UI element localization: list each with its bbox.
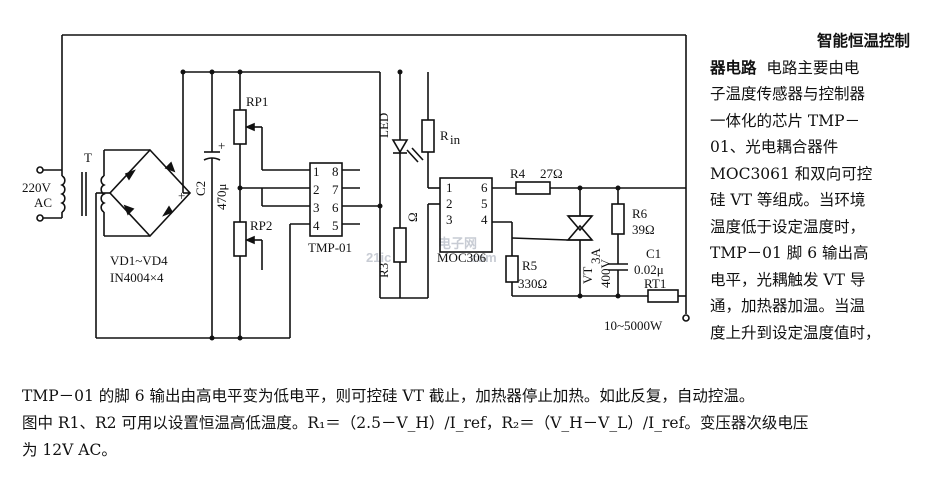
- rp2-label: RP2: [250, 218, 272, 233]
- r3-value-label: Ω: [405, 212, 420, 222]
- r4-label: R4: [510, 166, 526, 181]
- ic1-pin4: 4: [313, 218, 320, 233]
- side-line-9: 通，加热器加温。当温: [710, 297, 866, 315]
- side-line-7: TMP－01 脚 6 输出高: [710, 244, 869, 262]
- ic-moc3061: 1 2 3 6 5 4 MOC306: [427, 177, 516, 298]
- potentiometer-rp1: RP1: [233, 69, 268, 222]
- bottom-line-1: 图中 R1、R2 可用以设置恒温高低温度。R₁＝（2.5－V_H）/I_ref，…: [22, 414, 809, 432]
- rin-label: R: [440, 128, 449, 143]
- heater-rt1: RT1 10~5000W: [604, 188, 690, 333]
- ic-tmp01: 1 2 3 4 8 7 6 5 TMP-01: [237, 162, 360, 338]
- ic1-pin6: 6: [332, 200, 339, 215]
- bottom-line-0: TMP－01 的脚 6 输出由高电平变为低电平，则可控硅 VT 截止，加热器停止…: [22, 387, 755, 405]
- r3-label: R3: [376, 263, 391, 278]
- potentiometer-rp2: RP2: [233, 218, 272, 341]
- c2-value-label: 470μ: [214, 184, 229, 211]
- ic2-pin2: 2: [446, 196, 453, 211]
- vt-label: VT: [580, 267, 595, 284]
- c1-label: C1: [646, 246, 661, 261]
- watermark: 21ic: [366, 250, 391, 265]
- bottom-line-2: 为 12V AC。: [22, 441, 117, 459]
- ic1-pin2: 2: [313, 182, 320, 197]
- side-line-2: 一体化的芯片 TMP－: [710, 111, 861, 130]
- ic2-pin6: 6: [481, 180, 488, 195]
- article-title: 智能恒温控制: [816, 31, 910, 50]
- side-line-3: 01、光电耦合器件: [710, 138, 839, 156]
- ic2-pin3: 3: [446, 212, 453, 227]
- mains-ac-label: AC: [34, 195, 52, 210]
- bottom-description: TMP－01 的脚 6 输出由高电平变为低电平，则可控硅 VT 截止，加热器停止…: [22, 383, 922, 464]
- side-line-8: 电平，光耦触发 VT 导: [710, 270, 866, 289]
- side-line-1: 子温度传感器与控制器: [710, 85, 866, 103]
- ic1-pin8: 8: [332, 164, 339, 179]
- r6-value-label: 39Ω: [632, 222, 655, 237]
- r4-value-label: 27Ω: [540, 166, 563, 181]
- side-line-4: MOC3061 和双向可控: [710, 164, 873, 183]
- ic2-pin1: 1: [446, 180, 453, 195]
- transformer: T: [60, 149, 150, 237]
- led-branch: LED R3 Ω: [360, 72, 428, 299]
- ic1-label: TMP-01: [308, 240, 352, 255]
- c2-plus: +: [218, 138, 225, 153]
- rt1-label: RT1: [644, 276, 666, 291]
- snubber-r6-c1: R6 39Ω C1 0.02μ: [580, 188, 664, 299]
- vt-voltage-label: 400V: [598, 259, 613, 289]
- c2-label: C2: [193, 181, 208, 196]
- side-line-5: 硅 VT 等组成。当环境: [710, 191, 866, 209]
- mains-voltage-label: 220V: [22, 180, 52, 195]
- diode-type-label: IN4004×4: [110, 270, 164, 285]
- resistor-r5: R5 330Ω: [505, 238, 580, 297]
- ic1-pin5: 5: [332, 218, 339, 233]
- article-title-tail: 器电路: [710, 57, 757, 77]
- capacitor-c2: + C2 470μ: [193, 69, 229, 341]
- heater-label: 10~5000W: [604, 318, 663, 333]
- r6-label: R6: [632, 206, 648, 221]
- ic1-pin3: 3: [313, 200, 320, 215]
- side-line-6: 温度低于设定温度时，: [710, 217, 866, 236]
- side-line-10: 度上升到设定温度值时，: [710, 323, 881, 342]
- ic1-pin7: 7: [332, 182, 339, 197]
- r5-label: R5: [522, 258, 537, 273]
- rin-sub: in: [450, 132, 461, 147]
- watermark-url: com: [470, 250, 497, 265]
- rectifier-label: VD1~VD4: [110, 253, 168, 268]
- led-label: LED: [376, 113, 391, 138]
- ic2-label: MOC306: [437, 250, 487, 265]
- side-line-0: 器电路 电路主要由电: [710, 55, 910, 82]
- ic2-pin5: 5: [481, 196, 488, 211]
- r5-value-label: 330Ω: [518, 276, 547, 291]
- mains-input: 220V AC: [22, 166, 63, 222]
- bridge-rectifier: + VD1~VD4 IN4004×4: [108, 148, 192, 285]
- resistor-rin: R in: [397, 69, 461, 188]
- watermark-cn: 电子网: [438, 236, 477, 251]
- ic1-pin1: 1: [313, 164, 320, 179]
- rp1-label: RP1: [246, 94, 268, 109]
- ic2-pin4: 4: [481, 212, 488, 227]
- c1-value-label: 0.02μ: [634, 262, 664, 277]
- triac-vt: VT 3A 400V: [511, 185, 613, 299]
- bridge-plus: +: [178, 188, 185, 203]
- resistor-r4: R4 27Ω: [510, 166, 686, 195]
- vt-current-label: 3A: [588, 248, 603, 265]
- transformer-label: T: [84, 150, 92, 165]
- side-description: 智能恒温控制 器电路 电路主要由电 子温度传感器与控制器 一体化的芯片 TMP－…: [710, 28, 910, 346]
- side-text-0: 电路主要由电: [766, 58, 860, 77]
